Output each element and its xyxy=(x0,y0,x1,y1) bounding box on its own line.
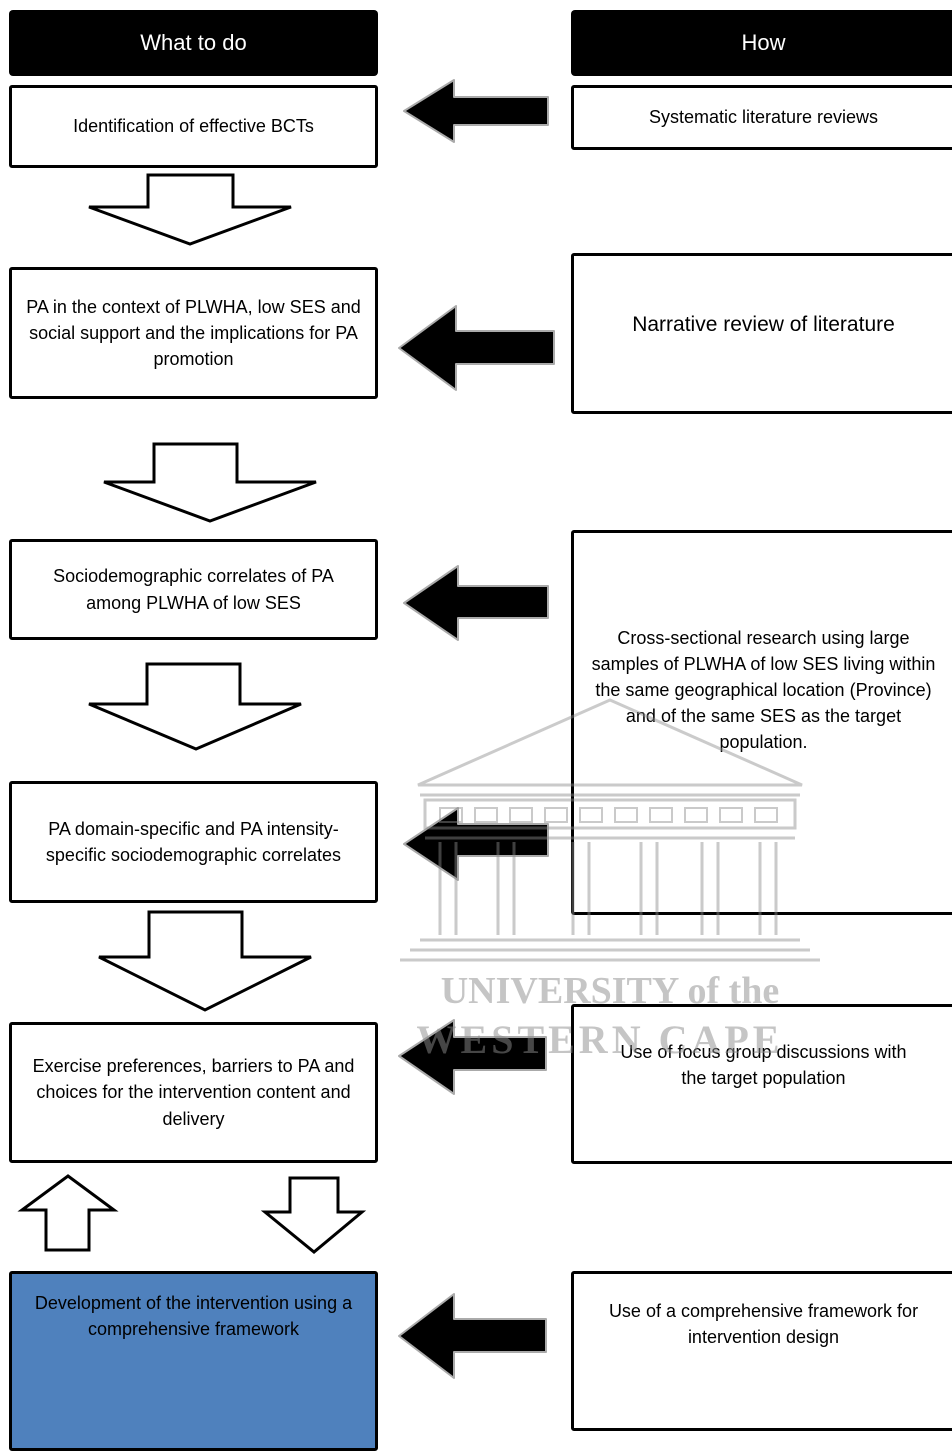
up-arrow-icon xyxy=(17,1174,119,1252)
down-arrow-icon xyxy=(88,662,302,751)
step-label: Sociodemographic correlates of PA among … xyxy=(53,566,334,613)
method-cross-sectional-research: Cross-sectional research using large sam… xyxy=(571,530,952,915)
method-label: Cross-sectional research using large sam… xyxy=(591,628,936,753)
step-domain-intensity-correlates: PA domain-specific and PA intensity-spec… xyxy=(9,781,378,903)
method-label: Use of focus group discussions with the … xyxy=(620,1042,907,1089)
left-arrow-icon xyxy=(403,565,549,641)
method-focus-groups: Use of focus group discussions with the … xyxy=(571,1004,952,1164)
step-label: Development of the intervention using a … xyxy=(34,1293,353,1340)
method-systematic-reviews: Systematic literature reviews xyxy=(571,85,952,150)
method-label: Systematic literature reviews xyxy=(648,107,879,128)
step-label: Identification of effective BCTs xyxy=(73,116,314,137)
step-label: PA domain-specific and PA intensity-spec… xyxy=(45,818,342,865)
step-intervention-development: Development of the intervention using a … xyxy=(9,1271,378,1451)
step-sociodemographic-correlates: Sociodemographic correlates of PA among … xyxy=(9,539,378,640)
method-narrative-review: Narrative review of literature xyxy=(571,253,952,414)
method-label: Use of a comprehensive framework for int… xyxy=(608,1301,919,1348)
step-identification-bcts: Identification of effective BCTs xyxy=(9,85,378,168)
method-comprehensive-framework: Use of a comprehensive framework for int… xyxy=(571,1271,952,1431)
left-arrow-icon xyxy=(403,807,549,881)
down-arrow-icon xyxy=(103,442,317,523)
method-label: Narrative review of literature xyxy=(632,313,895,336)
left-arrow-icon xyxy=(398,1293,547,1379)
step-pa-context-plwha: PA in the context of PLWHA, low SES and … xyxy=(9,267,378,399)
left-arrow-icon xyxy=(398,305,555,391)
step-exercise-preferences: Exercise preferences, barriers to PA and… xyxy=(9,1022,378,1163)
down-arrow-icon xyxy=(260,1176,367,1254)
left-arrow-icon xyxy=(403,79,549,143)
what-to-do-header: What to do xyxy=(9,10,378,76)
how-header: How xyxy=(571,10,952,76)
down-arrow-icon xyxy=(98,910,312,1012)
down-arrow-icon xyxy=(88,173,292,246)
step-label: PA in the context of PLWHA, low SES and … xyxy=(26,296,361,370)
step-label: Exercise preferences, barriers to PA and… xyxy=(32,1056,355,1129)
left-arrow-icon xyxy=(398,1019,547,1095)
